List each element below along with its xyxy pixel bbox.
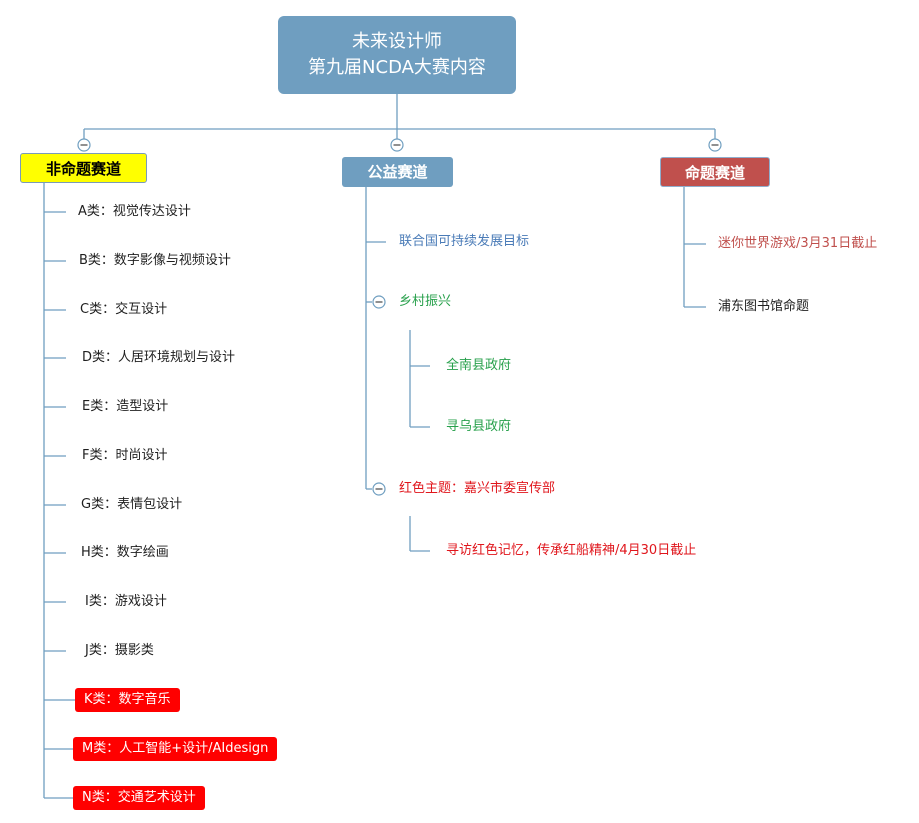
collapse-minus-icon[interactable] — [708, 138, 722, 152]
root-title-line2: 第九届NCDA大赛内容 — [308, 57, 486, 78]
proposition-item[interactable]: 迷你世界游戏/3月31日截止 — [718, 236, 878, 251]
branch-public-welfare[interactable]: 公益赛道 — [342, 157, 453, 187]
category-item[interactable]: C类：交互设计 — [80, 302, 168, 317]
category-item[interactable]: I类：游戏设计 — [85, 594, 167, 609]
rural-subtopic[interactable]: 寻乌县政府 — [446, 419, 512, 434]
collapse-minus-icon[interactable] — [390, 138, 404, 152]
collapse-minus-icon[interactable] — [372, 482, 386, 496]
category-item[interactable]: F类：时尚设计 — [82, 448, 168, 463]
collapse-minus-icon[interactable] — [372, 295, 386, 309]
proposition-item[interactable]: 浦东图书馆命题 — [718, 299, 810, 314]
collapse-minus-icon[interactable] — [77, 138, 91, 152]
category-item[interactable]: G类：表情包设计 — [81, 497, 183, 512]
category-item[interactable]: A类：视觉传达设计 — [78, 204, 191, 219]
red-theme-subtopic[interactable]: 寻访红色记忆，传承红船精神/4月30日截止 — [446, 543, 697, 558]
branch-proposition[interactable]: 命题赛道 — [660, 157, 770, 187]
highlighted-category[interactable]: K类：数字音乐 — [75, 688, 180, 712]
category-item[interactable]: J类：摄影类 — [85, 643, 154, 658]
category-item[interactable]: H类：数字绘画 — [81, 545, 169, 560]
branch-non-proposition[interactable]: 非命题赛道 — [20, 153, 147, 183]
category-item[interactable]: D类：人居环境规划与设计 — [82, 350, 236, 365]
category-item[interactable]: E类：造型设计 — [82, 399, 169, 414]
red-theme-topic[interactable]: 红色主题：嘉兴市委宣传部 — [399, 481, 556, 496]
root-title-line1: 未来设计师 — [352, 31, 442, 52]
highlighted-category[interactable]: M类：人工智能+设计/AIdesign — [73, 737, 278, 761]
rural-subtopic[interactable]: 全南县政府 — [446, 358, 512, 373]
un-goal-topic[interactable]: 联合国可持续发展目标 — [399, 234, 530, 249]
category-item[interactable]: B类：数字影像与视频设计 — [79, 253, 231, 268]
root-topic[interactable]: 未来设计师 第九届NCDA大赛内容 — [278, 16, 516, 94]
rural-revitalization-topic[interactable]: 乡村振兴 — [399, 294, 452, 309]
highlighted-category[interactable]: N类：交通艺术设计 — [73, 786, 205, 810]
